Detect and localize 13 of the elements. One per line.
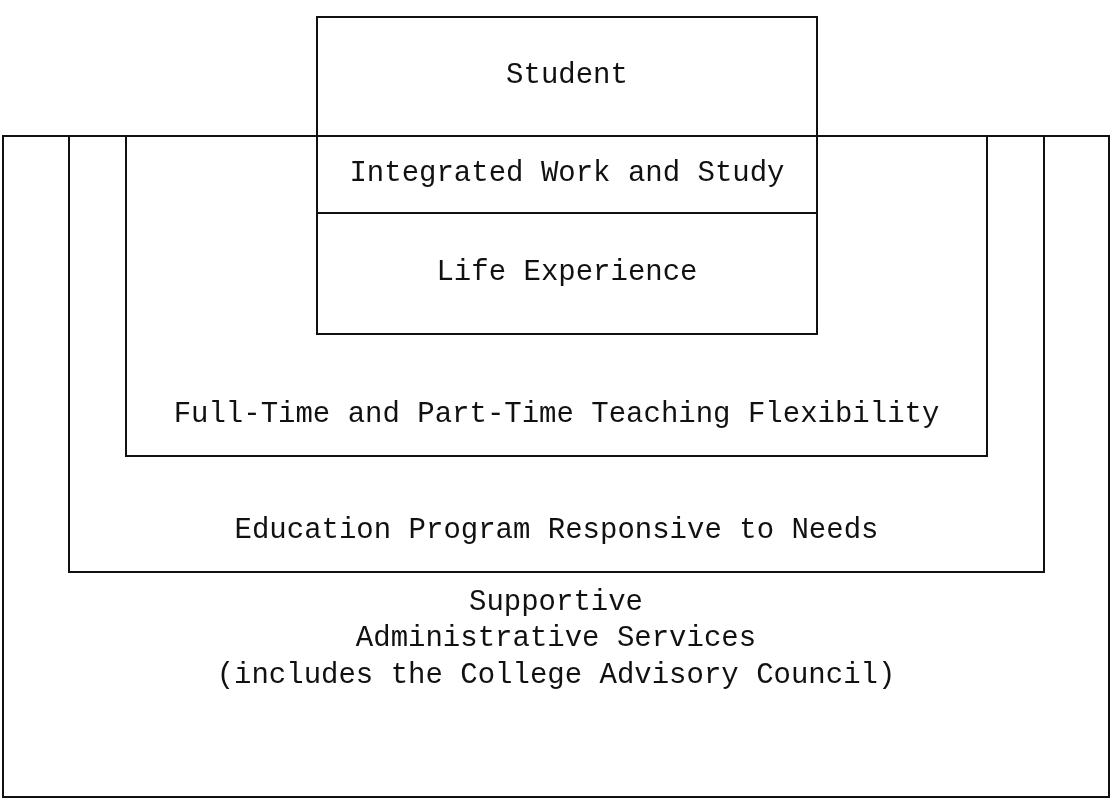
text-box: [125, 135, 988, 457]
box-label: (includes the College Advisory Council): [215, 657, 897, 694]
text-box: [68, 135, 1045, 573]
text-box: [316, 212, 818, 335]
box-label: Supportive Administrative Services: [354, 585, 758, 658]
box-label: Integrated Work and Study: [349, 156, 785, 193]
text-box: [2, 135, 1110, 798]
text-box: [316, 16, 818, 137]
box-label: Full-Time and Part-Time Teaching Flexibility: [173, 396, 940, 433]
box-label: Life Experience: [436, 255, 698, 292]
box-label: Education Program Responsive to Needs: [234, 512, 879, 549]
box-label: Student: [506, 58, 628, 95]
text-box: [316, 135, 818, 214]
